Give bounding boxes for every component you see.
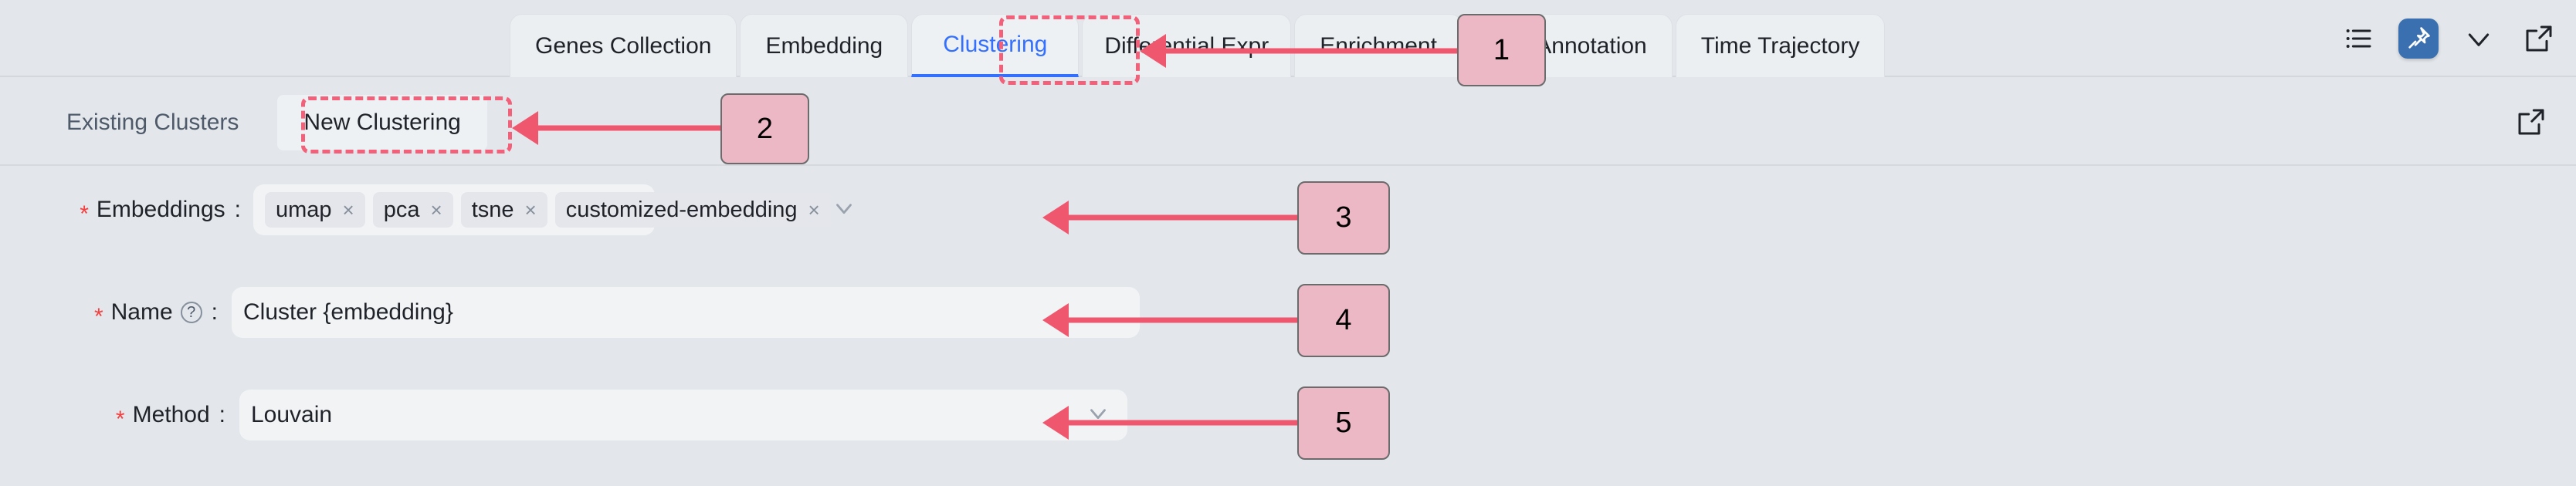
label-colon: :	[219, 402, 225, 427]
tag-label: customized-embedding	[565, 197, 798, 222]
required-asterisk: *	[93, 304, 103, 329]
tab-differential-expression[interactable]: Differential Expr ...	[1082, 14, 1292, 101]
close-icon[interactable]: ×	[524, 198, 537, 221]
tab-embedding[interactable]: Embedding	[740, 14, 909, 77]
callout-arrow-5	[1042, 406, 1302, 440]
chevron-down-icon[interactable]	[831, 195, 857, 224]
chevron-down-icon[interactable]	[2459, 19, 2499, 59]
form-row-name: * Name ? :	[17, 287, 1140, 338]
callout-badge-4: 4	[1297, 284, 1390, 357]
tab-label: Embedding	[765, 32, 883, 59]
pin-icon[interactable]	[2398, 19, 2439, 59]
tab-label: Genes Collection	[535, 32, 712, 59]
required-asterisk: *	[115, 407, 125, 432]
tab-enrichment[interactable]: Enrichment	[1294, 14, 1463, 77]
list-icon[interactable]	[2338, 19, 2378, 59]
form-row-method: * Method : Louvain	[17, 390, 1127, 440]
badge-number: 3	[1335, 201, 1352, 234]
embeddings-multiselect[interactable]: umap × pca × tsne × customized-embedding…	[253, 184, 852, 235]
chevron-down-icon[interactable]	[1085, 400, 1111, 430]
tab-label: Enrichment	[1320, 32, 1437, 59]
subtab-label: Existing Clusters	[66, 109, 239, 135]
callout-arrow-1	[1140, 34, 1463, 68]
tab-label: Differential Expr	[1104, 32, 1269, 59]
tag-label: tsne	[471, 197, 514, 222]
label-colon: :	[211, 299, 218, 325]
callout-arrow-4	[1042, 303, 1302, 337]
callout-arrow-2	[512, 111, 725, 145]
name-input[interactable]	[232, 287, 1140, 338]
subtab-label: New Clustering	[303, 109, 461, 135]
external-link-icon[interactable]	[2513, 103, 2550, 140]
subtab-existing-clusters[interactable]: Existing Clusters	[40, 79, 265, 166]
embeddings-label: * Embeddings :	[17, 197, 241, 227]
tab-clustering[interactable]: Clustering	[911, 14, 1080, 77]
callout-badge-1: 1	[1457, 14, 1546, 86]
name-label: * Name ? :	[17, 299, 218, 329]
required-asterisk: *	[80, 201, 89, 227]
help-icon[interactable]: ?	[180, 302, 202, 323]
callout-badge-5: 5	[1297, 386, 1390, 460]
tag-customized-embedding[interactable]: customized-embedding ×	[554, 192, 831, 228]
label-colon: :	[234, 197, 241, 222]
tag-umap[interactable]: umap ×	[265, 192, 365, 228]
callout-badge-2: 2	[720, 93, 809, 164]
tab-label: Time Trajectory	[1700, 32, 1860, 59]
sub-tab-bar: Existing Clusters New Clustering	[0, 79, 2576, 166]
tab-time-trajectory[interactable]: Time Trajectory	[1675, 14, 1886, 77]
close-icon[interactable]: ×	[808, 198, 820, 221]
badge-number: 4	[1335, 304, 1352, 336]
sub-tab-list: Existing Clusters New Clustering	[40, 79, 487, 166]
label-text: Embeddings	[96, 197, 225, 222]
tag-tsne[interactable]: tsne ×	[460, 192, 547, 228]
method-label: * Method :	[17, 402, 225, 432]
label-text: Name	[110, 299, 173, 325]
close-icon[interactable]: ×	[430, 198, 442, 221]
tag-label: umap	[276, 197, 332, 222]
tag-label: pca	[383, 197, 420, 222]
external-link-icon[interactable]	[2519, 19, 2559, 59]
tab-bar: Genes Collection Embedding Clustering Di…	[0, 0, 2576, 101]
close-icon[interactable]: ×	[342, 198, 354, 221]
badge-number: 2	[756, 112, 774, 145]
tab-label: Clustering	[943, 31, 1048, 57]
method-select[interactable]: Louvain	[239, 390, 1127, 440]
callout-badge-3: 3	[1297, 181, 1390, 255]
tab-list: Genes Collection Embedding Clustering Di…	[510, 14, 1888, 101]
subtab-new-clustering[interactable]: New Clustering	[277, 94, 487, 150]
embeddings-tag-list: umap × pca × tsne × customized-embedding…	[265, 192, 831, 228]
tag-pca[interactable]: pca ×	[372, 192, 453, 228]
callout-arrow-3	[1042, 201, 1302, 235]
tab-bar-tools	[2338, 11, 2559, 66]
badge-number: 1	[1493, 33, 1510, 66]
tab-genes-collection[interactable]: Genes Collection	[510, 14, 737, 77]
form-row-embeddings: * Embeddings : umap × pca × tsne × cus	[17, 184, 852, 235]
method-value: Louvain	[251, 402, 333, 427]
badge-number: 5	[1335, 407, 1352, 439]
label-text: Method	[132, 402, 210, 427]
